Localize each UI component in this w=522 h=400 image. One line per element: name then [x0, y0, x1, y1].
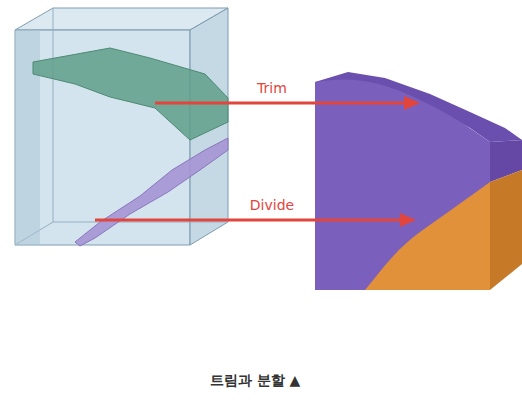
figure-caption: 트림과 분할 ▲	[210, 372, 301, 390]
transparent-box	[15, 8, 228, 245]
trimmed-divided-block	[315, 72, 522, 290]
divide-arrow	[95, 213, 416, 227]
trim-surface	[33, 48, 228, 140]
divide-surface	[75, 138, 228, 246]
arrow-label: Trim	[257, 80, 287, 96]
arrow-label: Divide	[250, 197, 294, 213]
trim-arrow	[155, 96, 420, 110]
